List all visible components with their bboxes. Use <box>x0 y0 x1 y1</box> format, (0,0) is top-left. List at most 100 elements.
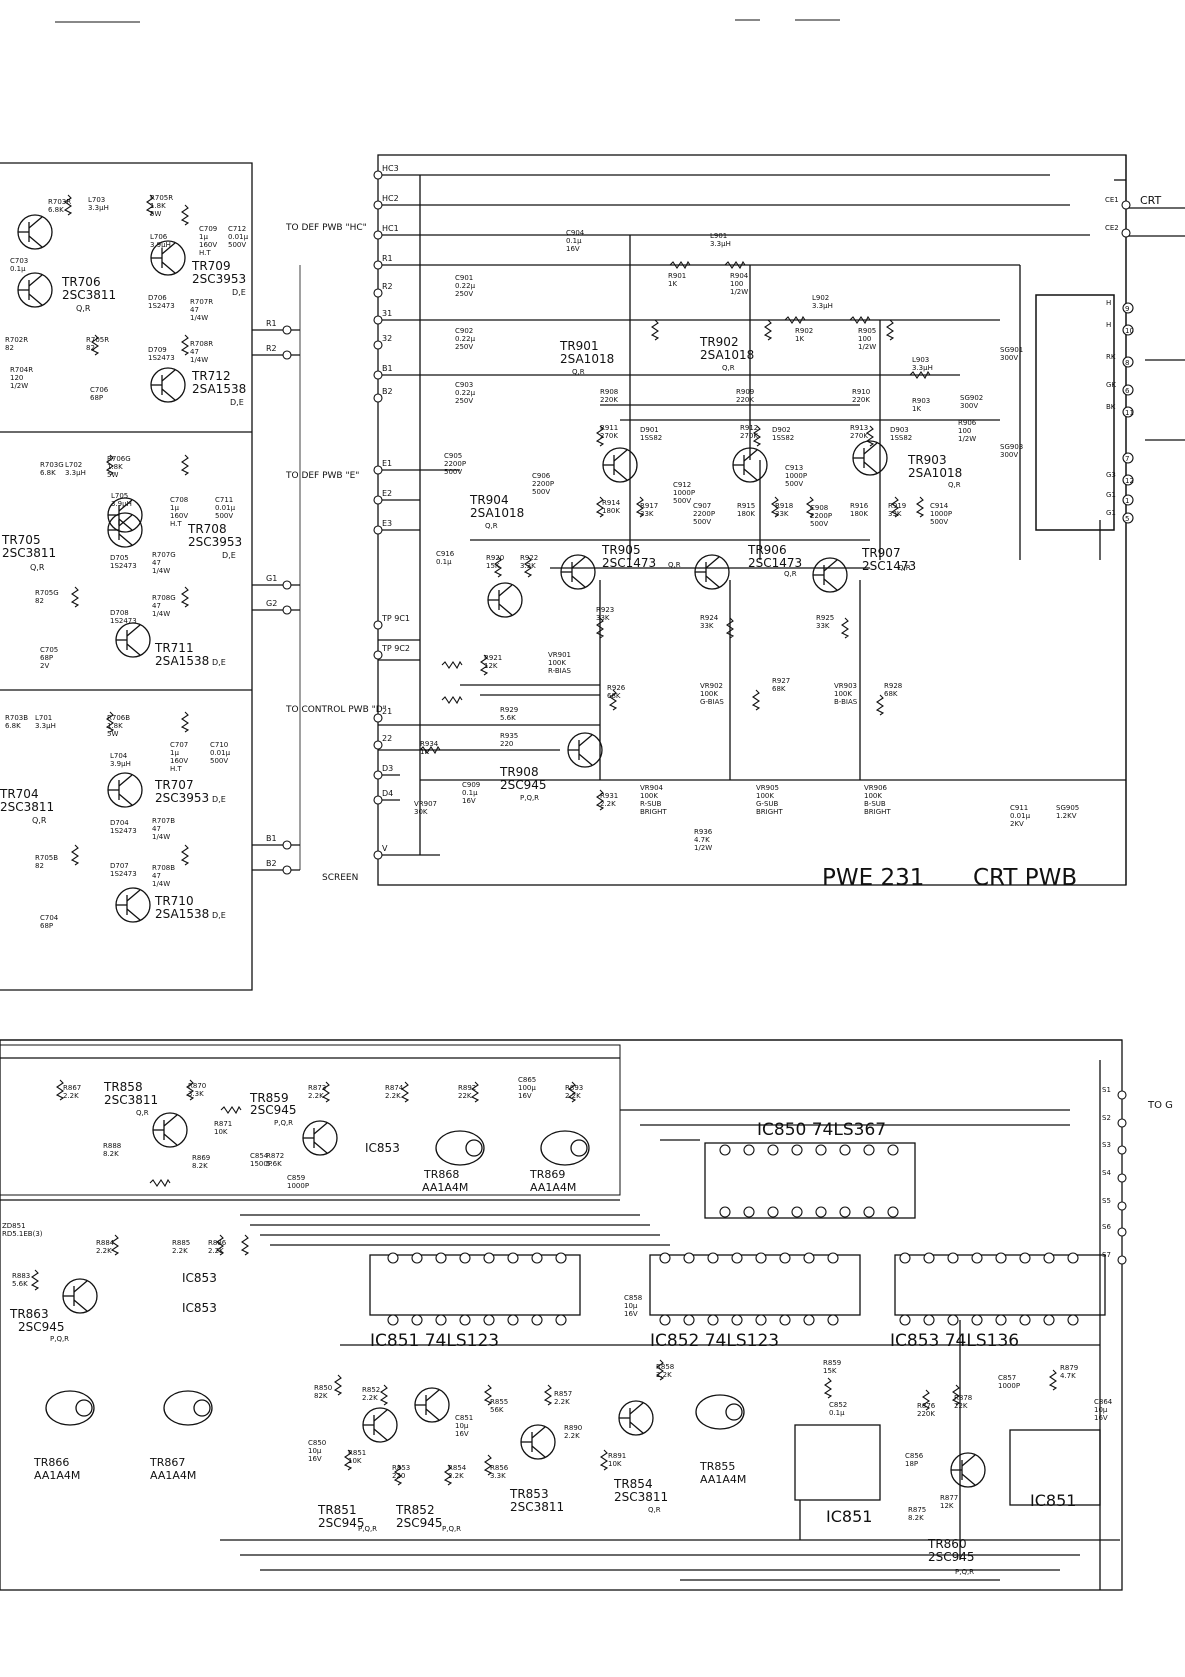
ic-pin <box>531 1314 543 1326</box>
ic-pin <box>899 1314 911 1326</box>
tr866-symbol <box>45 1390 95 1426</box>
ic-pin <box>719 1206 731 1218</box>
resistor <box>441 695 463 705</box>
resistor <box>875 694 885 716</box>
ic-pin <box>1043 1314 1055 1326</box>
tr854-symbol <box>618 1400 654 1436</box>
resistor <box>180 454 190 476</box>
connector-pin-label: HC1 <box>382 224 399 233</box>
connector-pin <box>1121 228 1131 238</box>
ic-pin <box>387 1252 399 1264</box>
ic-pin <box>555 1252 567 1264</box>
ic-pin <box>1043 1252 1055 1264</box>
connector-pin-label: E1 <box>382 459 392 468</box>
ic-pin <box>863 1206 875 1218</box>
crt-socket-pin-number: 6 <box>1125 387 1130 395</box>
crt-socket-pin-number: 9 <box>1125 305 1129 313</box>
resistor <box>890 496 900 518</box>
tr867-symbol <box>163 1390 213 1426</box>
connector-pin <box>373 495 383 505</box>
tr710-symbol <box>115 887 151 923</box>
ic-pin <box>1067 1314 1079 1326</box>
resistor <box>63 194 73 216</box>
crt-socket-pin <box>1122 474 1134 486</box>
ic853-gate-label-2: IC853 <box>182 1271 217 1285</box>
connector-pin-label: E2 <box>382 489 392 498</box>
crt-socket-pin-number: 5 <box>1125 515 1129 523</box>
resistor <box>443 1464 453 1486</box>
tr868-symbol <box>435 1130 485 1166</box>
resistor <box>650 319 660 341</box>
connector-pin <box>1117 1227 1127 1237</box>
connector-pin-label: V <box>382 844 388 853</box>
connector-pin <box>373 713 383 723</box>
ic-pin <box>743 1206 755 1218</box>
connector-pin <box>373 315 383 325</box>
ic-pin <box>731 1252 743 1264</box>
resistor <box>1048 1369 1058 1391</box>
crt-socket-pin-number: 12 <box>1125 477 1134 485</box>
connector-pin <box>373 370 383 380</box>
resistor <box>849 315 871 325</box>
connector-pin <box>373 525 383 535</box>
resistor <box>669 260 691 270</box>
resistor <box>763 319 773 341</box>
connector-pin-label: S1 <box>1102 1086 1111 1094</box>
resistor <box>393 1464 403 1486</box>
resistor <box>823 1377 833 1399</box>
connector-pin <box>373 850 383 860</box>
tr858-symbol <box>152 1112 188 1148</box>
ic-pin <box>719 1144 731 1156</box>
resistor <box>784 315 806 325</box>
ic-pin <box>947 1252 959 1264</box>
connector-pin <box>1117 1255 1127 1265</box>
crt-socket-pin <box>1122 494 1134 506</box>
connector-pin-label: S4 <box>1102 1169 1111 1177</box>
ic-pin <box>923 1252 935 1264</box>
ic853-body <box>894 1254 1106 1316</box>
resistor <box>343 1449 353 1471</box>
connector-pin <box>282 840 292 850</box>
resistor <box>145 194 155 216</box>
connector-pin-label: D3 <box>382 764 393 773</box>
